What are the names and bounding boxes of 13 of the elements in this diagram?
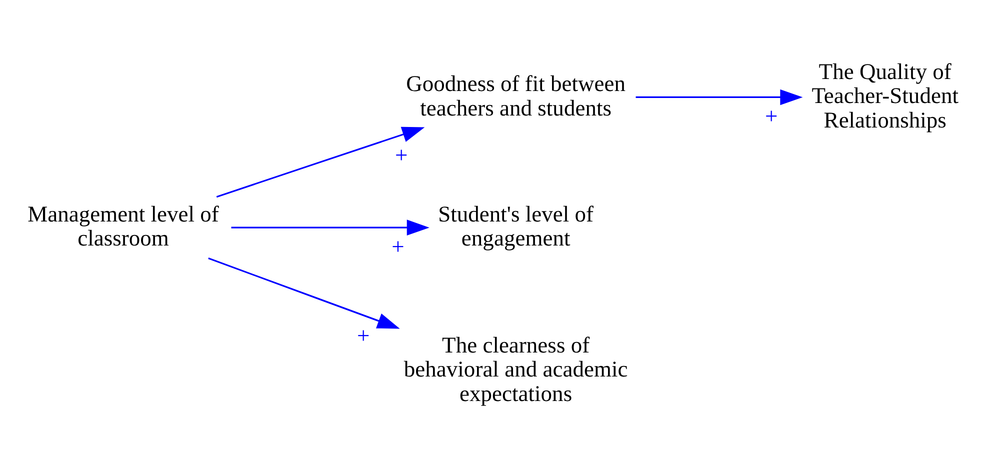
- node-text: Goodness of fit between teachers and students: [406, 70, 626, 120]
- node-text: The clearness of behavioral and academic expectations: [403, 332, 628, 406]
- edge-label: +: [391, 233, 404, 258]
- node-text: The Quality of Teacher-Student Relationships: [811, 58, 958, 132]
- node-text: Student's level of engagement: [438, 200, 594, 250]
- arrow: [635, 88, 802, 105]
- arrow: [230, 219, 429, 235]
- node-text: Management level of classroom: [27, 200, 218, 250]
- edge-label: +: [764, 102, 778, 128]
- edge-label: +: [394, 142, 408, 167]
- arrow: [216, 126, 424, 198]
- arrow: [208, 257, 400, 328]
- edge-label: +: [356, 322, 370, 348]
